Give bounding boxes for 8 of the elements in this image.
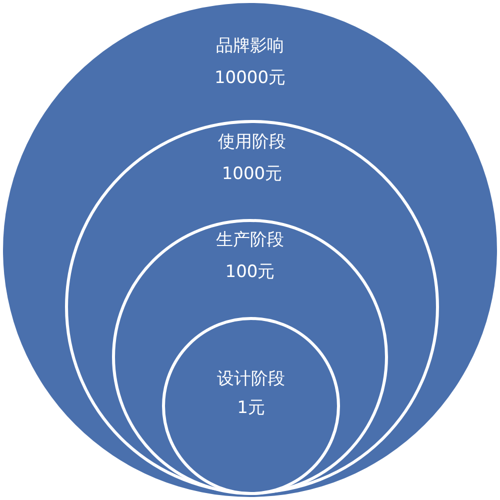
cost-label: 10000元 [213,68,287,88]
stage-label: 品牌影响 [215,36,285,56]
stage-label: 设计阶段 [216,369,286,389]
cost-label: 100元 [224,262,276,282]
stage-label: 生产阶段 [215,230,285,250]
cost-label: 1元 [236,398,266,418]
cost-label: 1000元 [220,164,284,184]
stage-label: 使用阶段 [217,132,287,152]
